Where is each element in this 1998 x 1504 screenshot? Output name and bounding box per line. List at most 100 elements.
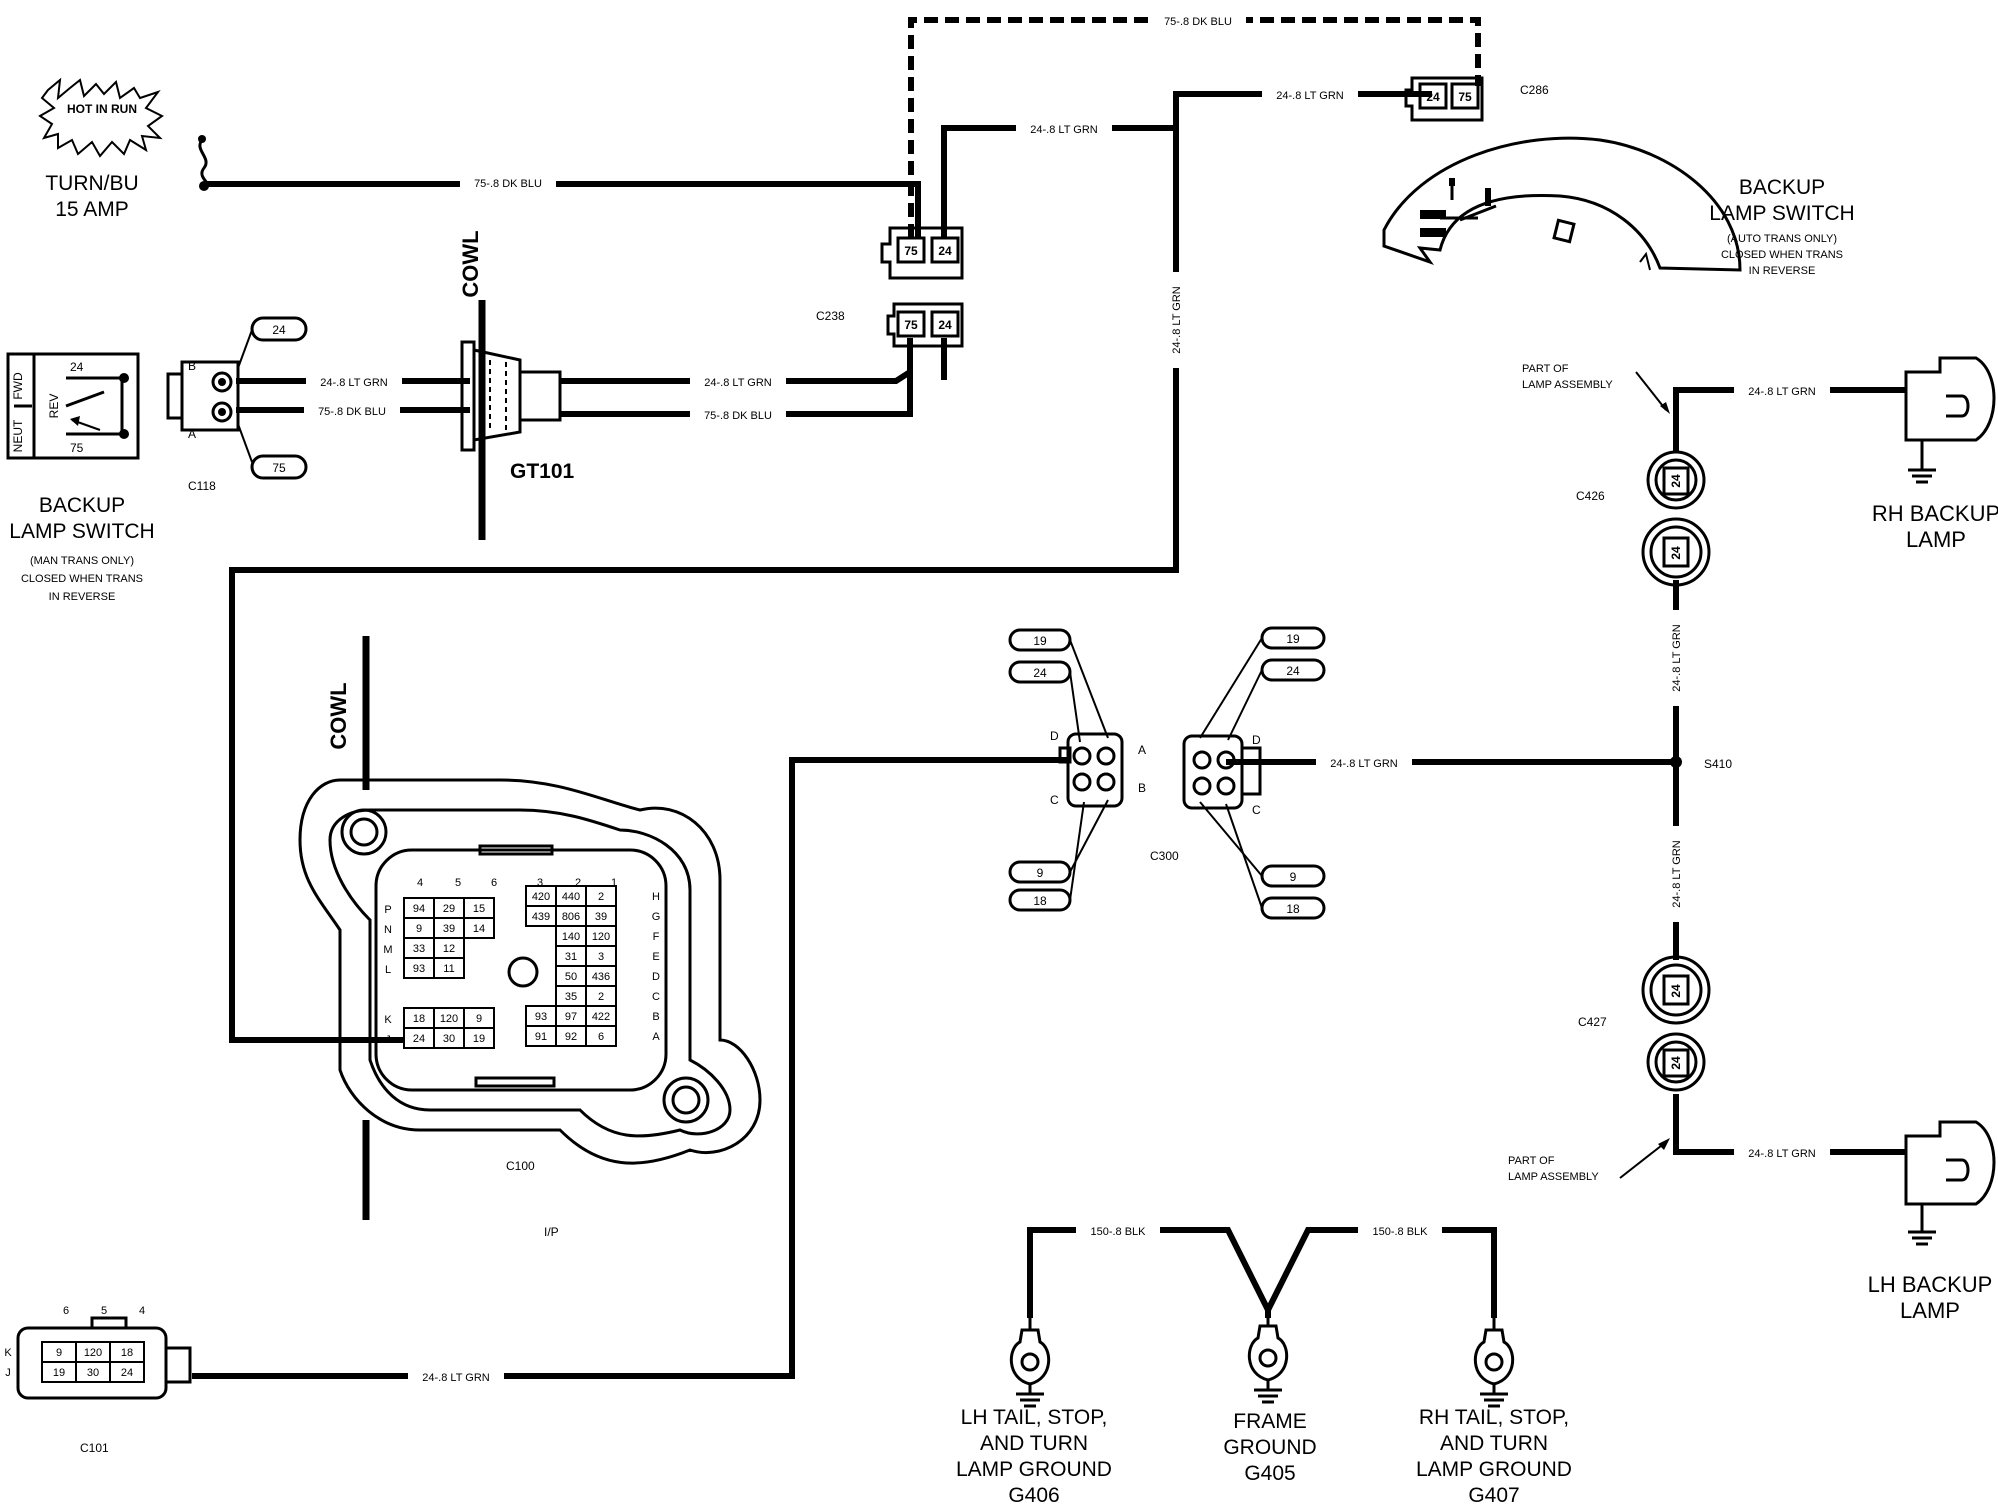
c300r-d: D [1252, 733, 1261, 747]
pos-rev: REV [47, 394, 61, 419]
c100-cavity: 9 [416, 923, 422, 935]
c100-cavity: 50 [565, 971, 577, 983]
c100-row-H: H [652, 891, 660, 903]
wire-24-lh-lamp [1673, 1094, 1906, 1155]
c100-cavity: 39 [595, 911, 607, 923]
c100-cavity: 19 [473, 1033, 485, 1045]
g405-label3: G405 [1244, 1462, 1295, 1485]
c100-cavity: 439 [532, 911, 550, 923]
c300r-tag-18: 18 [1286, 902, 1300, 916]
c300l-c: C [1050, 793, 1059, 807]
c100-cavity: 9 [476, 1013, 482, 1025]
g406-label4: G406 [1008, 1484, 1059, 1504]
c100-row-J: J [385, 1034, 391, 1046]
c101-row-J: J [5, 1367, 11, 1379]
c118-label: C118 [188, 479, 216, 493]
rh-lamp-assembly: LAMP ASSEMBLY [1522, 379, 1613, 391]
c100-row-D: D [652, 971, 660, 983]
connector-c300-left: 19 24 9 18 D A C B [1008, 628, 1146, 912]
c100-row-L: L [385, 964, 391, 976]
c427-top-24: 24 [1669, 984, 1683, 998]
mt-switch-note3: IN REVERSE [49, 591, 116, 603]
splice-s410 [1670, 756, 1682, 768]
c101-cavity: 120 [84, 1347, 102, 1359]
g407-label2: AND TURN [1440, 1432, 1548, 1455]
c286-75: 75 [1458, 90, 1472, 104]
wire-75-dk-blu-fuse [204, 181, 921, 238]
g405-label2: GROUND [1223, 1436, 1316, 1459]
pos-fwd: FWD [11, 372, 25, 400]
c100-cavity: 120 [592, 931, 610, 943]
rh-part-of: PART OF [1522, 363, 1569, 375]
label-24-lt-grn-c101: 24-.8 LT GRN [422, 1372, 490, 1384]
ground-g407: RH TAIL, STOP, AND TURN LAMP GROUND G407 [1416, 1314, 1572, 1504]
backup-lamp-switch-manual: FWD NEUT REV 24 75 BACKUP LAMP SWITCH (M… [6, 352, 155, 603]
c238-bottom-75: 75 [904, 318, 918, 332]
ground-g406: LH TAIL, STOP, AND TURN LAMP GROUND G406 [956, 1314, 1112, 1504]
label-24-lt-grn-c118: 24-.8 LT GRN [320, 377, 388, 389]
c100-cavity: 92 [565, 1031, 577, 1043]
label-24-lt-grn-gt101: 24-.8 LT GRN [704, 377, 772, 389]
c101-cavity: 30 [87, 1367, 99, 1379]
c100-cavity: 2 [598, 891, 604, 903]
c100-row-C: C [652, 991, 660, 1003]
label-75-dk-blu-gt101: 75-.8 DK BLU [704, 410, 772, 422]
c100-col-5: 5 [455, 877, 461, 889]
c286-24: 24 [1426, 90, 1440, 104]
c100-cavity: 120 [440, 1013, 458, 1025]
pos-neut: NEUT [11, 419, 25, 452]
connector-c238: 75 24 75 24 C238 [816, 226, 964, 348]
mt-switch-note2: CLOSED WHEN TRANS [21, 573, 143, 585]
connector-c427: 24 24 C427 [1578, 955, 1711, 1092]
c101-label: C101 [80, 1441, 109, 1455]
c300r-tag-19: 19 [1286, 632, 1300, 646]
at-switch-note2: CLOSED WHEN TRANS [1721, 249, 1843, 261]
mt-switch-note1: (MAN TRANS ONLY) [30, 555, 134, 567]
c426-label: C426 [1576, 489, 1605, 503]
wire-24-rh-lamp [1673, 387, 1906, 452]
g406-label1: LH TAIL, STOP, [961, 1406, 1108, 1429]
c100-row-F: F [653, 931, 660, 943]
c101-cavity: 19 [53, 1367, 65, 1379]
mt-pin-75: 75 [70, 441, 84, 455]
c100-col-4: 4 [417, 877, 423, 889]
c100-cavity: 93 [413, 963, 425, 975]
c300r-tag-9: 9 [1290, 870, 1297, 884]
c118-pin-a: A [188, 427, 196, 441]
c238-top-75: 75 [904, 244, 918, 258]
c100-cavity: 12 [443, 943, 455, 955]
c100-cavity: 91 [535, 1031, 547, 1043]
c100-row-A: A [652, 1031, 660, 1043]
mt-switch-title2: LAMP SWITCH [9, 520, 154, 543]
g406-label2: AND TURN [980, 1432, 1088, 1455]
svg-text:75: 75 [272, 461, 286, 475]
wire-24-c101-c300 [192, 757, 1068, 1379]
wiring [192, 17, 1906, 1379]
c286-label: C286 [1520, 83, 1549, 97]
c100-cavity: 24 [413, 1033, 425, 1045]
fuse-rating: 15 AMP [55, 198, 129, 221]
c100-cavity: 11 [443, 963, 454, 975]
c118-tag-24 [250, 316, 308, 342]
at-switch-note1: (AUTO TRANS ONLY) [1727, 233, 1837, 245]
c100-cavity: 33 [413, 943, 425, 955]
c100-cavity: 97 [565, 1011, 577, 1023]
c100-cavity: 420 [532, 891, 550, 903]
wire-24-lt-grn-c238-top [941, 91, 1432, 238]
c238-top-24: 24 [938, 244, 952, 258]
connector-c286: 24 75 C286 [1404, 76, 1549, 122]
c238-label: C238 [816, 309, 845, 323]
wire-150-blk-right [1265, 1227, 1497, 1318]
c118-pin-b: B [188, 359, 196, 373]
g405-label1: FRAME [1233, 1410, 1307, 1433]
label-150-blk-left: 150-.8 BLK [1090, 1226, 1146, 1238]
c100-row-B: B [652, 1011, 659, 1023]
label-24-lt-grn-c286: 24-.8 LT GRN [1276, 90, 1344, 102]
c426-bottom-24: 24 [1669, 546, 1683, 560]
g407-label1: RH TAIL, STOP, [1419, 1406, 1569, 1429]
c100-col-3: 3 [537, 877, 543, 889]
wire-150-blk-left [1027, 1227, 1271, 1318]
